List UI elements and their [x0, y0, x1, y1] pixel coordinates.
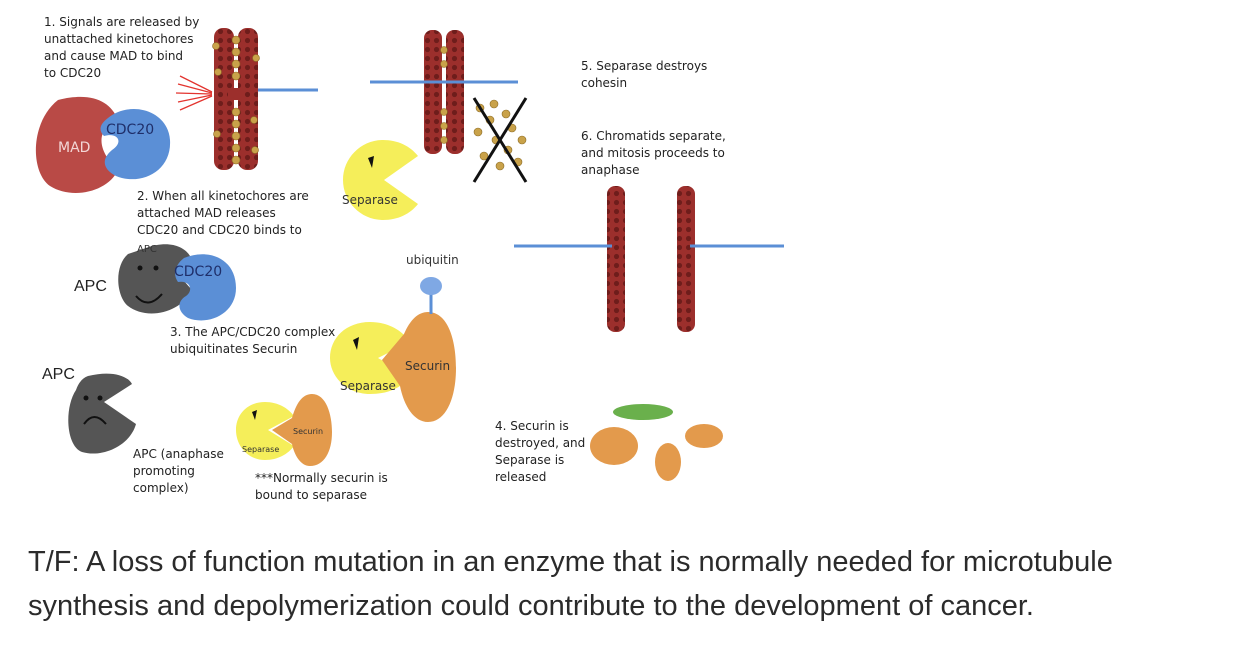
step6-text: 6. Chromatids separate, and mitosis proc… [581, 129, 726, 177]
separase-label-3: Separase [242, 445, 279, 454]
chromatid-right [677, 186, 695, 332]
mitosis-checkpoint-diagram: MAD CDC20 Separase APC CDC20 Separase ub… [35, 15, 784, 502]
step4-text: 4. Securin is destroyed, and Separase is… [495, 419, 586, 484]
separase-label-2: Separase [340, 379, 396, 393]
cdc20-bound-shape [175, 254, 236, 321]
separase-bound-shape [330, 322, 410, 394]
apc-sad-eye-left [83, 395, 89, 401]
separase-label-1: Separase [342, 193, 398, 207]
cdc20-protein-shape [100, 109, 171, 180]
apc-legend-text: APC (anaphase promoting complex) [133, 447, 224, 495]
apc-small-label: APC [137, 244, 157, 255]
separase-small-shape [236, 402, 294, 460]
separase-eye-icon-2 [353, 337, 359, 350]
mad-protein-shape [35, 96, 118, 193]
securin-shape [382, 312, 456, 422]
kinetochore-signal-lines [175, 75, 213, 111]
securin-note-text: ***Normally securin is bound to separase [255, 471, 388, 502]
fragment-orange-1 [590, 427, 638, 465]
cross-out-x-icon [472, 97, 528, 183]
ubiquitin-marker [420, 277, 442, 295]
fragment-orange-2 [655, 443, 681, 481]
cohesin-beads-1 [212, 35, 260, 165]
apc-frown-icon [83, 416, 107, 425]
chromatid-left [607, 186, 625, 332]
cohesin-beads-2 [440, 46, 448, 144]
step3-text: 3. The APC/CDC20 complex ubiquitinates S… [170, 325, 336, 356]
question-text: T/F: A loss of function mutation in an e… [28, 546, 1113, 622]
chromosome-metaphase [424, 30, 464, 154]
apc-label-inactive: APC [42, 366, 75, 383]
diagram-svg: MAD CDC20 Separase APC CDC20 Separase ub… [35, 28, 784, 481]
step1-text: 1. Signals are released by unattached ki… [44, 15, 200, 80]
mad-label: MAD [58, 140, 90, 156]
step2-text: 2. When all kinetochores are attached MA… [137, 189, 309, 237]
separase-small-eye-icon [252, 410, 257, 420]
apc-sad-eye-right [97, 395, 103, 401]
securin-label-2: Securin [293, 427, 323, 436]
separase-eye-icon [368, 156, 374, 168]
cdc20-label-2: CDC20 [174, 264, 222, 280]
step5-text: 5. Separase destroys cohesin [581, 59, 708, 90]
securin-small-shape [272, 394, 332, 466]
securin-label-1: Securin [405, 359, 450, 373]
apc-label-active: APC [74, 278, 107, 295]
apc-eye-right [153, 265, 159, 271]
apc-inactive-shape [68, 373, 136, 454]
fragment-orange-3 [685, 424, 723, 448]
separase-free-shape [343, 140, 418, 220]
apc-eye-left [137, 265, 143, 271]
cdc20-label-1: CDC20 [106, 122, 154, 138]
apc-smile-icon [135, 293, 163, 304]
fragment-green [613, 404, 673, 420]
ubiquitin-label: ubiquitin [406, 253, 459, 267]
